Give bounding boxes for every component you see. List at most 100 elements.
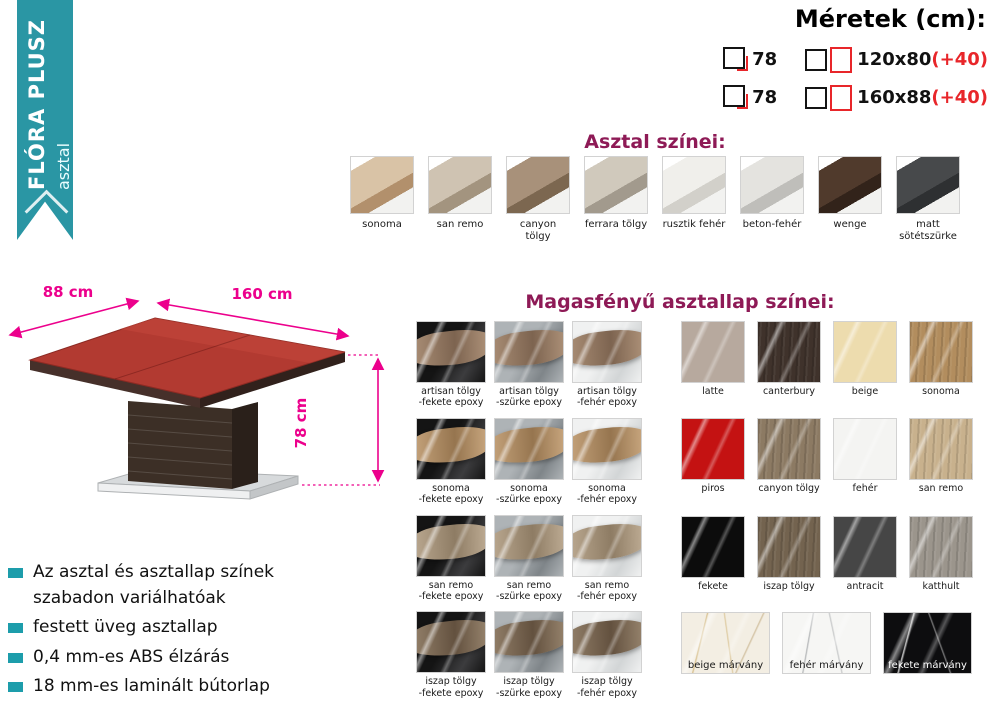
pedestal [127,401,258,489]
black-square-icon [805,87,828,109]
color-label: san remo -fekete epoxy [419,580,484,603]
color-label: ferrara tölgy [584,219,648,230]
color-option: iszap tölgy [757,515,821,592]
tabletop-colors-title: Magasfényű asztallap színei: [525,291,835,313]
color-swatch [494,611,564,674]
color-option: iszap tölgy -fekete epoxy [416,611,486,699]
tabletop-size-icon [805,84,853,111]
black-square-icon [723,47,746,69]
feature-item: Az asztal és asztallap színek szabadon v… [8,560,316,611]
feature-item: festett üveg asztallap [8,615,316,641]
bullet-icon [8,652,23,663]
color-label: artisan tölgy -fehér epoxy [577,386,637,409]
color-swatch [584,156,648,214]
tabletop-size-icon [805,46,853,73]
color-option: ferrara tölgy [584,156,648,243]
size-row: 78 120x80 (+40) [723,46,988,73]
color-label-line1: iszap tölgy [425,676,477,688]
product-ribbon: FLÓRA PLUSZ asztal [17,0,73,240]
feature-text: 18 mm-es laminált bútorlap [33,676,270,696]
color-label: beige márvány [687,660,764,671]
color-option: artisan tölgy -fehér epoxy [572,321,642,409]
color-label-line1: iszap tölgy [503,676,555,688]
color-swatch [757,418,821,481]
color-swatch: beige márvány [681,612,770,674]
table-colors-section: sonoma san remo canyon tölgy ferrara töl… [350,156,960,243]
color-swatch [757,321,821,383]
color-label: sonoma -fehér epoxy [577,483,637,506]
color-option: san remo [909,418,973,494]
color-swatch [572,611,642,674]
color-swatch [681,321,745,383]
color-swatch [506,156,570,214]
table-illustration: 88 cm 160 cm 78 cm [8,283,385,500]
color-swatch [909,418,973,481]
color-label: san remo -szürke epoxy [496,580,562,603]
color-option: iszap tölgy -szürke epoxy [494,611,564,699]
color-label: sonoma -fekete epoxy [419,483,484,506]
color-option: san remo -fekete epoxy [416,514,486,603]
color-label: antracit [846,580,884,592]
height-value: 78 [752,48,778,70]
feature-text: festett üveg asztallap [33,617,218,637]
color-option: sonoma [350,156,414,243]
color-label-line1: iszap tölgy [581,676,633,688]
color-option: canterbury [757,321,821,397]
color-swatch [740,156,804,214]
red-square-icon [830,85,853,111]
color-swatch [833,515,897,578]
color-option: rusztik fehér [662,156,726,243]
color-swatch [572,321,642,383]
feature-text: 0,4 mm-es ABS élzárás [33,646,230,667]
height-dimension: 78 cm [292,398,310,449]
color-swatch [681,418,745,481]
color-label-line2: -szürke epoxy [496,687,562,699]
size-row: 78 160x88 (+40) [723,84,988,111]
color-label-line1: sonoma [432,482,470,494]
color-swatch [494,417,564,480]
red-extension-icon [737,56,749,71]
color-swatch [416,514,486,577]
color-label: rusztik fehér [662,219,726,230]
feature-item: 18 mm-es laminált bútorlap [8,674,316,700]
product-type: asztal [54,142,73,190]
color-swatch [572,514,642,577]
color-label-line2: -fekete epoxy [418,494,484,506]
color-option: canyon tölgy [757,418,821,494]
color-option: katthult [909,515,973,592]
size-extension-value: (+40) [931,48,988,70]
color-label-line2: -szürke epoxy [496,590,562,602]
color-swatch [494,321,564,383]
color-swatch [757,515,821,578]
color-label: iszap tölgy -fekete epoxy [419,676,484,699]
color-label: artisan tölgy -fekete epoxy [419,386,484,409]
color-label: canyon tölgy [519,219,557,242]
ribbon-chevron-icon [24,189,69,234]
color-swatch [681,515,745,578]
color-label-line1: artisan tölgy [421,386,481,397]
length-arrow [156,298,350,341]
size-extension-value: (+40) [931,86,988,108]
color-option: san remo -szürke epoxy [494,514,564,603]
color-label: artisan tölgy -szürke epoxy [496,386,562,409]
color-option: san remo -fehér epoxy [572,514,642,603]
color-swatch [350,156,414,214]
color-label: sonoma -szürke epoxy [496,483,562,506]
tabletop [28,317,346,408]
color-swatch [909,321,973,383]
color-swatch [818,156,882,214]
color-option: iszap tölgy -fehér epoxy [572,611,642,699]
color-option: beige [833,321,897,397]
color-label: fekete [698,580,728,592]
color-option: artisan tölgy -szürke epoxy [494,321,564,409]
width-dimension: 88 cm [43,283,94,301]
color-swatch [416,321,486,383]
color-option: beton-fehér [740,156,804,243]
color-label: san remo [436,219,484,230]
color-swatch [428,156,492,214]
size-value: 160x88 [857,86,932,108]
red-square-icon [830,47,853,73]
color-label-line2: -szürke epoxy [496,494,562,506]
color-label: fehér márvány [789,660,864,671]
